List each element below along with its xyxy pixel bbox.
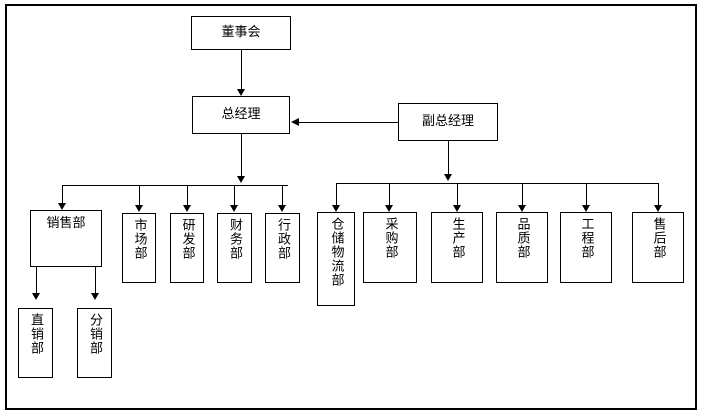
diagram-frame	[5, 4, 697, 410]
edge-deputy-to-gm-arrowhead	[291, 118, 299, 126]
node-label: 行政部	[275, 218, 290, 260]
bus-line-general-manager	[62, 185, 288, 186]
node-label: 工程部	[578, 217, 594, 259]
node-marketing-department[interactable]: 市场部	[122, 213, 156, 283]
edge-board-to-gm-arrowhead	[237, 89, 245, 96]
drop-line-after-sales	[658, 183, 659, 205]
node-production-department[interactable]: 生产部	[431, 212, 483, 283]
node-label: 售后部	[650, 217, 666, 259]
edge-board-to-gm-line	[241, 50, 242, 89]
node-engineering-department[interactable]: 工程部	[560, 212, 612, 283]
drop-line-quality	[522, 183, 523, 205]
drop-arrow-administration	[278, 205, 286, 212]
node-label: 分销部	[87, 313, 102, 355]
node-label: 生产部	[449, 217, 465, 259]
drop-arrow-marketing	[135, 205, 143, 212]
drop-arrow-production	[453, 205, 461, 212]
drop-arrow-finance	[230, 205, 238, 212]
node-administration-department[interactable]: 行政部	[265, 213, 300, 283]
node-general-manager[interactable]: 总经理	[192, 96, 290, 134]
drop-line-finance	[234, 185, 235, 205]
node-label: 仓储物流部	[328, 217, 344, 287]
node-label: 采购部	[382, 217, 398, 259]
edge-deputy-to-bus-line	[448, 141, 449, 174]
node-distribution-sales-department[interactable]: 分销部	[77, 308, 112, 378]
bus-line-deputy-general-manager	[336, 183, 658, 184]
edge-gm-to-bus-arrowhead	[237, 176, 245, 183]
drop-arrow-rnd	[183, 205, 191, 212]
drop-arrow-quality	[518, 205, 526, 212]
node-label: 财务部	[227, 218, 242, 260]
node-direct-sales-department[interactable]: 直销部	[18, 308, 53, 378]
edge-deputy-to-bus-arrowhead	[444, 174, 452, 181]
node-label: 副总经理	[421, 113, 474, 129]
drop-line-purchasing	[389, 183, 390, 205]
drop-line-administration	[282, 185, 283, 205]
drop-arrow-warehouse-logistics	[332, 205, 340, 212]
drop-arrow-distribution-sales	[91, 293, 99, 300]
node-label: 销售部	[46, 216, 86, 231]
node-label: 品质部	[514, 217, 530, 259]
node-finance-department[interactable]: 财务部	[217, 213, 252, 283]
node-label: 董事会	[221, 24, 261, 40]
node-purchasing-department[interactable]: 采购部	[363, 212, 417, 283]
drop-line-direct-sales	[36, 267, 37, 293]
node-label: 研发部	[179, 218, 195, 260]
node-quality-department[interactable]: 品质部	[496, 212, 548, 283]
node-label: 总经理	[221, 106, 261, 122]
drop-arrow-direct-sales	[32, 293, 40, 300]
node-warehouse-logistics-department[interactable]: 仓储物流部	[317, 212, 355, 306]
edge-gm-to-bus-line	[241, 134, 242, 176]
drop-arrow-sales	[58, 203, 66, 210]
node-board-of-directors[interactable]: 董事会	[191, 16, 291, 50]
node-rnd-department[interactable]: 研发部	[170, 213, 204, 283]
drop-line-warehouse-logistics	[336, 183, 337, 205]
drop-arrow-purchasing	[385, 205, 393, 212]
drop-line-sales	[62, 185, 63, 203]
node-sales-department[interactable]: 销售部	[30, 210, 102, 267]
node-deputy-general-manager[interactable]: 副总经理	[398, 103, 498, 141]
drop-line-distribution-sales	[95, 267, 96, 293]
drop-arrow-after-sales	[654, 205, 662, 212]
node-after-sales-department[interactable]: 售后部	[632, 212, 684, 283]
drop-line-engineering	[586, 183, 587, 205]
node-label: 市场部	[131, 218, 147, 260]
drop-line-production	[457, 183, 458, 205]
drop-line-marketing	[139, 185, 140, 205]
edge-deputy-to-gm-line	[299, 122, 398, 123]
drop-line-rnd	[187, 185, 188, 205]
drop-arrow-engineering	[582, 205, 590, 212]
node-label: 直销部	[28, 313, 43, 355]
